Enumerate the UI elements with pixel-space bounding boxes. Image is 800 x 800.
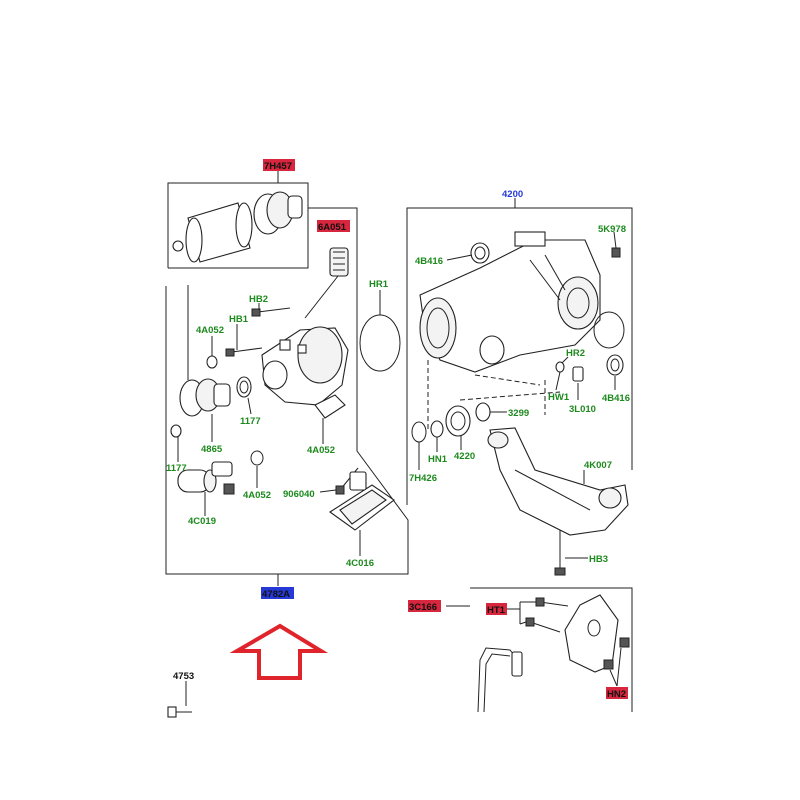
label-4C016: 4C016 <box>346 558 374 569</box>
part-seal-4B416-right <box>606 354 624 376</box>
part-boot-ring <box>185 202 253 263</box>
label-HR1: HR1 <box>369 279 389 290</box>
highlight-3C166 <box>408 600 441 612</box>
part-oring-4A052-low <box>250 450 264 466</box>
part-pump-4C019 <box>177 461 235 495</box>
label-7H426: 7H426 <box>409 473 437 484</box>
label-4220: 4220 <box>454 451 475 462</box>
label-906040: 906040 <box>283 489 315 500</box>
part-oring-4A052-top <box>206 355 218 369</box>
highlight-HT1 <box>486 603 507 615</box>
part-seal-4B416-top <box>470 242 490 264</box>
part-bolt-HB1 <box>225 347 263 357</box>
box-4782A <box>165 207 409 586</box>
label-4K007: 4K007 <box>584 460 612 471</box>
label-HT1: HT1 <box>487 605 506 616</box>
box-3C166 <box>446 587 633 712</box>
label-6A051: 6A051 <box>318 222 347 233</box>
highlight-6A051 <box>317 220 350 232</box>
part-spacer-3299 <box>475 402 491 422</box>
part-seal-1177-mid <box>236 376 252 398</box>
part-bolt-HB3 <box>554 530 566 576</box>
up-arrow-outline-icon <box>229 623 329 680</box>
part-bolt-HT1-b <box>525 617 561 633</box>
part-bracket-4K007 <box>487 427 629 536</box>
part-cv-joint-top <box>253 191 303 235</box>
label-HB2: HB2 <box>249 294 268 305</box>
label-4A052-low: 4A052 <box>243 490 271 501</box>
label-HB3: HB3 <box>589 554 608 565</box>
leader-lines <box>177 231 622 706</box>
label-HR2: HR2 <box>566 348 585 359</box>
highlight-HN2 <box>606 687 628 699</box>
part-flange-4865 <box>179 378 231 417</box>
label-1177-mid: 1177 <box>240 416 261 427</box>
part-hose-pipes <box>477 647 523 713</box>
label-1177-left: 1177 <box>166 463 187 474</box>
part-coupling-housing <box>261 326 349 406</box>
part-oring-HR1 <box>359 290 401 372</box>
label-3L010: 3L010 <box>569 404 596 415</box>
part-nut-HN2-a <box>619 637 630 648</box>
label-HN2: HN2 <box>607 689 626 700</box>
part-bolt-4753 <box>167 706 192 718</box>
part-seal-1177-left <box>170 424 182 438</box>
part-plug-3L010 <box>572 366 584 382</box>
part-bearing-4220 <box>445 405 471 437</box>
label-4865: 4865 <box>201 444 223 455</box>
label-HW1: HW1 <box>548 392 570 403</box>
part-bolt-HT1-a <box>535 597 569 607</box>
label-4A052-mid: 4A052 <box>307 445 335 456</box>
part-bolt-HB2 <box>251 307 291 317</box>
label-4B416-right: 4B416 <box>602 393 630 404</box>
part-bolt-HR2 <box>555 361 565 373</box>
label-3C166: 3C166 <box>409 602 437 613</box>
part-diff-housing-4200 <box>419 231 601 373</box>
part-controller-4C016 <box>329 471 395 531</box>
part-oring-right <box>593 311 625 349</box>
part-plug-5K978 <box>611 247 621 258</box>
label-HB1: HB1 <box>229 314 249 325</box>
label-4B416-top: 4B416 <box>415 256 443 267</box>
label-3299: 3299 <box>508 408 529 419</box>
part-seal-HN1 <box>430 420 444 438</box>
highlight-7H457 <box>263 159 295 171</box>
label-4C019: 4C019 <box>188 516 216 527</box>
label-4753: 4753 <box>173 671 194 682</box>
part-nut-small-top <box>172 240 184 252</box>
part-seal-7H426 <box>411 421 427 443</box>
label-7H457: 7H457 <box>264 161 292 172</box>
label-4A052-top: 4A052 <box>196 325 224 336</box>
label-5K978: 5K978 <box>598 224 626 235</box>
label-4782A: 4782A <box>262 589 290 600</box>
highlight-4782A <box>261 587 294 599</box>
label-4200: 4200 <box>502 189 523 200</box>
part-filter-6A051 <box>304 247 349 319</box>
label-HN1: HN1 <box>428 454 448 465</box>
part-gasket-4A052-mid <box>314 394 346 419</box>
part-nut-HN2-b <box>603 659 614 670</box>
box-4200 <box>406 198 633 505</box>
